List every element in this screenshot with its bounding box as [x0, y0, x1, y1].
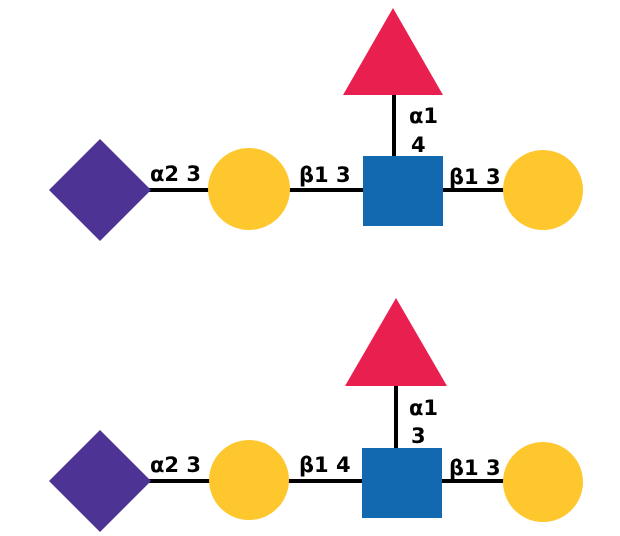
linkage-label: α2 3: [150, 162, 201, 186]
linkage-label: β1 3: [449, 165, 501, 189]
galactose-circle-icon: [503, 150, 583, 230]
neu5ac-diamond-icon: [49, 430, 151, 532]
galactose-circle-icon: [208, 148, 290, 230]
glcnac-square-icon: [363, 156, 443, 226]
branch-position-label: 4: [411, 133, 426, 157]
neu5ac-diamond-icon: [49, 139, 151, 241]
glycan-diagram-bottom: α2 3 β1 4 α1 3 β1 3: [49, 298, 583, 532]
glycan-diagram-top: α2 3 β1 3 α1 4 β1 3: [49, 8, 583, 241]
fucose-triangle-icon: [343, 8, 443, 95]
linkage-label: β1 4: [299, 453, 351, 477]
galactose-circle-icon: [209, 440, 289, 520]
branch-position-label: 3: [411, 424, 426, 448]
glcnac-square-icon: [362, 448, 442, 518]
branch-anomeric-label: α1: [409, 396, 438, 420]
linkage-label: β1 3: [299, 163, 351, 187]
linkage-label: α2 3: [150, 453, 201, 477]
branch-anomeric-label: α1: [409, 104, 438, 128]
linkage-label: β1 3: [449, 456, 501, 480]
fucose-triangle-icon: [345, 298, 447, 386]
galactose-circle-icon: [503, 442, 583, 522]
